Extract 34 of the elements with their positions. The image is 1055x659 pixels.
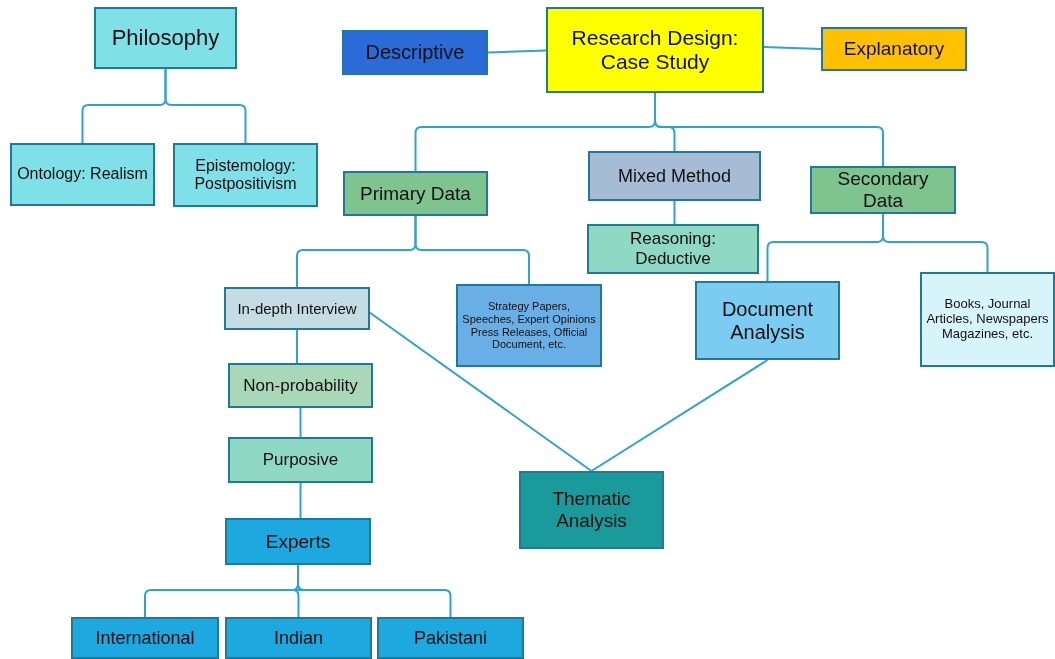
process-box: Purposive <box>228 437 373 483</box>
connector-line <box>296 329 298 364</box>
connector-line <box>487 49 547 54</box>
process-box: Primary Data <box>343 171 488 216</box>
process-box: Explanatory <box>821 27 967 71</box>
process-box: Ontology: Realism <box>10 143 155 206</box>
connector-line <box>299 482 302 519</box>
process-box: Experts <box>225 518 371 565</box>
process-box: Reasoning: Deductive <box>587 224 759 274</box>
process-box: Pakistani <box>377 617 524 659</box>
connector-line <box>763 46 822 50</box>
connector-line <box>590 359 769 472</box>
process-box: In-depth Interview <box>224 287 370 330</box>
process-box: International <box>71 617 219 659</box>
process-box: Research Design: Case Study <box>546 7 764 93</box>
connector-line <box>882 213 989 273</box>
process-box: Mixed Method <box>588 151 761 201</box>
connector-line <box>164 68 247 144</box>
connector-line <box>414 215 530 285</box>
connector-line <box>369 311 593 472</box>
process-box: Strategy Papers, Speeches, Expert Opinions Press Releases, Official Document, etc. <box>456 284 602 367</box>
process-box: Indian <box>225 617 372 659</box>
process-box: Descriptive <box>342 30 488 75</box>
connector-line <box>297 564 452 618</box>
process-box: Document Analysis <box>695 281 840 360</box>
process-box: Epistemology: Postpositivism <box>173 143 318 207</box>
process-box: Philosophy <box>94 7 237 69</box>
process-box: Secondary Data <box>810 166 956 214</box>
process-box: Thematic Analysis <box>519 471 664 549</box>
process-box: Books, Journal Articles, Newspapers Magazines, etc. <box>920 272 1055 367</box>
connector-line <box>654 92 884 167</box>
connector-line <box>673 200 676 225</box>
connector-line <box>299 407 302 438</box>
process-box: Non-probability <box>228 363 373 408</box>
